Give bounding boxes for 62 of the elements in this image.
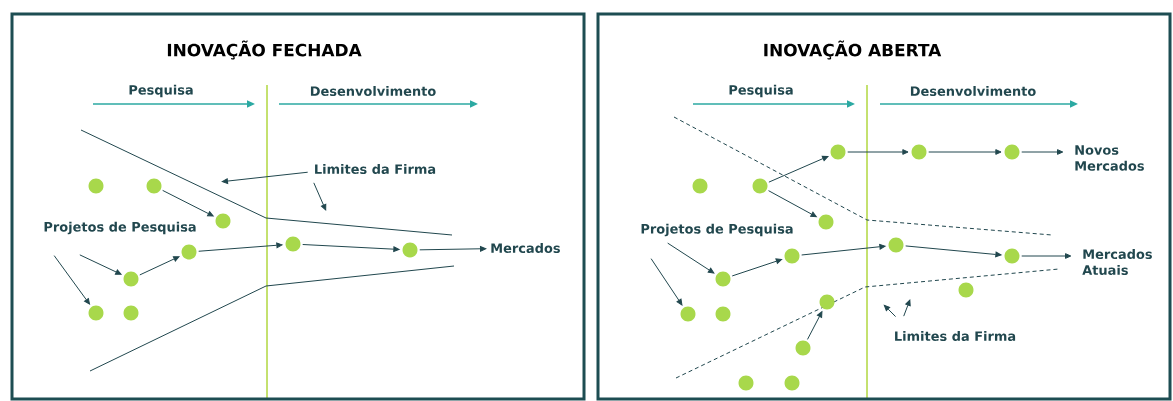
text-label: Projetos de Pesquisa	[641, 223, 793, 237]
arrow	[731, 258, 783, 277]
arrow	[302, 244, 400, 253]
dot	[752, 178, 768, 194]
dot	[181, 244, 197, 260]
dot	[285, 236, 301, 252]
arrow	[198, 242, 283, 252]
leader-line	[313, 182, 327, 211]
arrow	[79, 254, 122, 275]
dot	[123, 305, 139, 321]
axis-label: Pesquisa	[129, 84, 193, 98]
arrow	[667, 242, 715, 274]
arrow	[928, 149, 1002, 155]
dot	[958, 282, 974, 298]
arrow	[1021, 149, 1064, 155]
leader-line	[883, 304, 897, 318]
dot	[795, 340, 811, 356]
arrow	[768, 155, 829, 183]
dot	[888, 237, 904, 253]
arrow	[847, 149, 909, 155]
dot	[911, 144, 927, 160]
dot	[146, 178, 162, 194]
text-label: Limites da Firma	[895, 331, 1016, 341]
dot	[215, 213, 231, 229]
arrow	[768, 190, 817, 218]
arrow	[650, 258, 683, 306]
dot	[784, 375, 800, 391]
dot	[715, 306, 731, 322]
dot	[1004, 248, 1020, 264]
text-label: Mercados Atuais	[1082, 249, 1152, 275]
arrow	[1021, 253, 1072, 259]
text-label: Mercados	[491, 243, 560, 253]
dot	[819, 294, 835, 310]
text-label: Limites da Firma	[315, 164, 436, 174]
arrow	[53, 255, 91, 305]
panel-title: INOVAÇÃO ABERTA	[764, 40, 942, 60]
text-label: Novos Mercados	[1075, 145, 1144, 171]
dot	[88, 178, 104, 194]
dot	[692, 178, 708, 194]
dot	[784, 248, 800, 264]
dot	[715, 271, 731, 287]
axis-label: Desenvolvimento	[310, 86, 436, 96]
arrow	[807, 311, 823, 340]
text-label: Projetos de Pesquisa	[44, 221, 196, 235]
dot	[818, 214, 834, 230]
arrow	[162, 189, 214, 217]
dot	[88, 305, 104, 321]
arrow	[801, 243, 886, 256]
dot	[738, 375, 754, 391]
arrow	[905, 245, 1002, 258]
arrow	[419, 245, 487, 252]
dot	[680, 306, 696, 322]
panel-title: INOVAÇÃO FECHADA	[167, 40, 362, 60]
leader-line	[221, 171, 309, 184]
axis-label: Desenvolvimento	[910, 86, 1036, 96]
dot	[123, 271, 139, 287]
arrow	[139, 256, 180, 276]
dot	[402, 242, 418, 258]
dot	[830, 144, 846, 160]
leader-line	[903, 299, 911, 317]
axis-label: Pesquisa	[729, 84, 793, 98]
dot	[1004, 144, 1020, 160]
